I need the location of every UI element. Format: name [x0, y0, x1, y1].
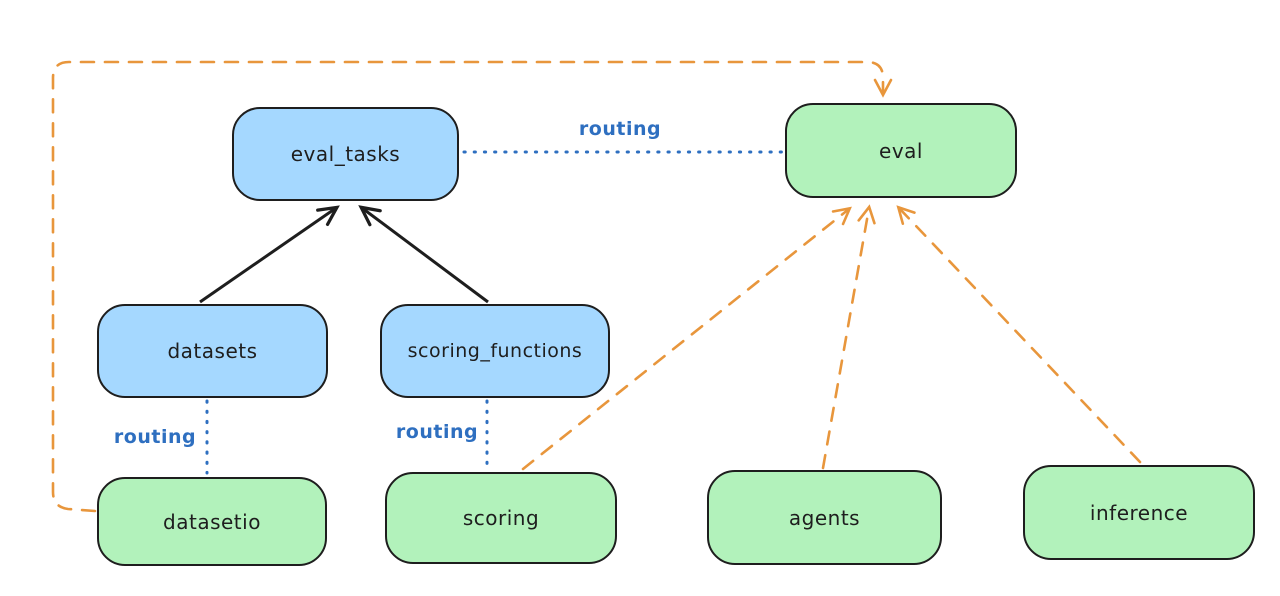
node-datasets-label: datasets: [167, 339, 258, 363]
node-eval-label: eval: [879, 138, 923, 163]
edge-datasets-to-eval_tasks: [199, 205, 340, 304]
routing-label-scoring_functions-scoring: routing: [395, 421, 479, 443]
node-scoring: scoring: [385, 472, 617, 564]
node-scoring-label: scoring: [462, 506, 540, 530]
node-eval_tasks: eval_tasks: [232, 107, 459, 201]
edge-scoring_functions-to-eval_tasks: [358, 205, 489, 304]
node-inference: inference: [1023, 465, 1255, 560]
node-datasetio-label: datasetio: [163, 509, 261, 534]
routing-label-datasets-datasetio: routing: [113, 426, 197, 448]
routing-label-eval_tasks-eval: routing: [578, 118, 662, 140]
edge-scoring-to-eval: [521, 206, 852, 471]
node-scoring_functions-label: scoring_functions: [407, 340, 583, 362]
node-inference-label: inference: [1089, 500, 1189, 525]
node-datasets: datasets: [97, 304, 328, 398]
node-datasetio: datasetio: [97, 477, 327, 566]
node-eval: eval: [785, 103, 1017, 198]
edge-inference-to-eval: [896, 205, 1142, 464]
node-agents: agents: [707, 470, 942, 565]
node-agents-label: agents: [788, 505, 861, 530]
node-eval_tasks-label: eval_tasks: [290, 142, 401, 166]
edge-datasetio-to-eval: [51, 60, 893, 513]
edge-agents-to-eval: [821, 204, 876, 470]
node-scoring_functions: scoring_functions: [380, 304, 610, 398]
